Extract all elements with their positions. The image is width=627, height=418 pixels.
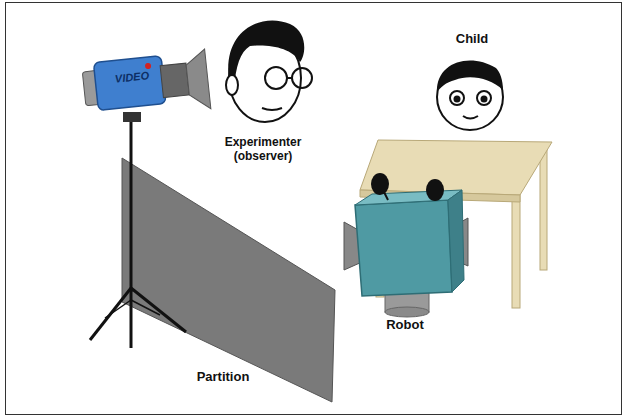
tripod-head (123, 112, 141, 122)
participant-label: Child (432, 32, 512, 47)
partition-panel (122, 158, 335, 402)
child-head (437, 60, 503, 130)
video-camera (81, 49, 211, 122)
device-label: Robot (365, 318, 445, 333)
experimenter-head (226, 20, 312, 122)
robot (344, 173, 468, 317)
participant-label: Experimenter (observer) (218, 136, 308, 164)
figure-frame (6, 3, 622, 415)
partition-label: Partition (178, 370, 268, 385)
tripod (90, 118, 186, 348)
